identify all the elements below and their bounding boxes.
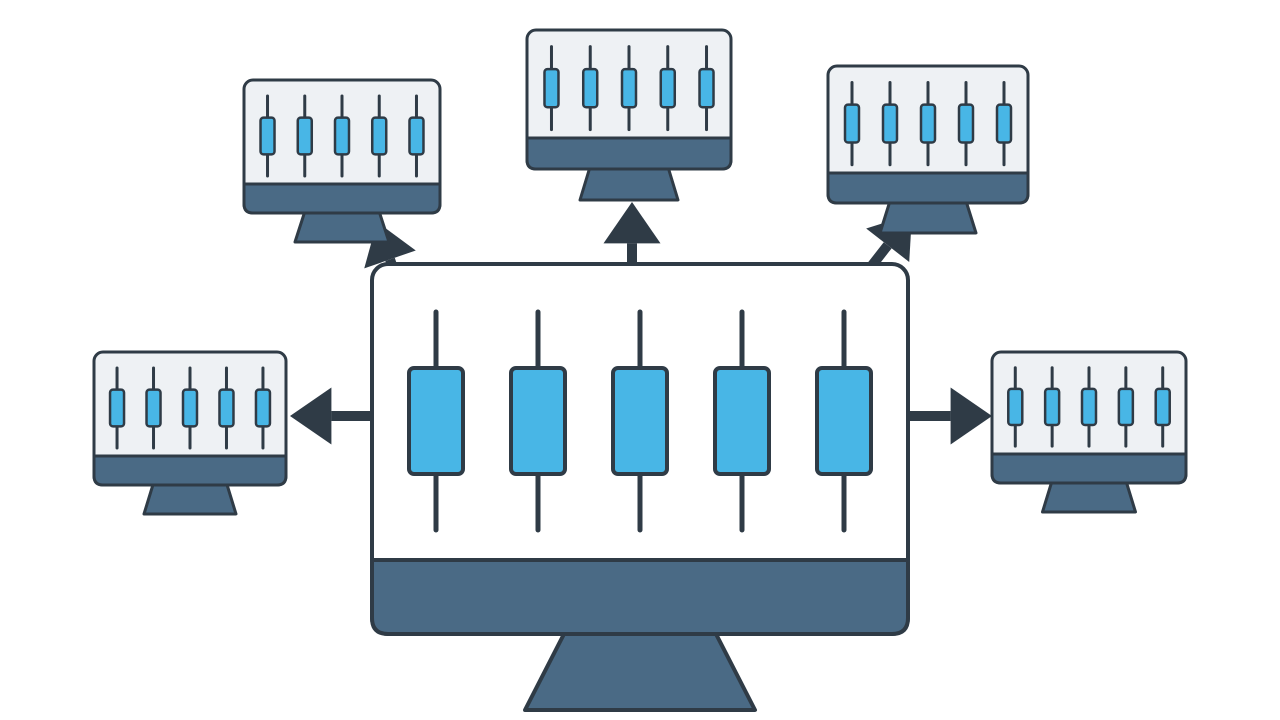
monitor-top-left-candle-2: [296, 94, 314, 178]
monitor-top-left-candle-5: [408, 94, 425, 178]
monitor-top-center-candle-body: [581, 67, 599, 109]
monitor-left-chin: [92, 454, 288, 487]
central-monitor-candle-3: [611, 309, 669, 533]
monitor-left-candle-2: [145, 366, 162, 450]
monitor-left-candle-4: [218, 366, 235, 450]
monitor-top-center-candle-body: [659, 67, 677, 109]
monitor-top-center-candle-1: [543, 45, 560, 132]
central-monitor: [370, 262, 910, 712]
monitor-top-center-candle-2: [581, 45, 599, 132]
monitor-top-left-candle-body: [370, 116, 388, 156]
monitor-top-left: [242, 78, 442, 244]
monitor-top-right-stand: [878, 199, 978, 235]
monitor-top-center-candle-body: [620, 67, 638, 109]
arrow-icon-head: [950, 387, 992, 445]
monitor-top-center-candle-4: [659, 45, 677, 132]
arrow-icon: [603, 202, 661, 262]
monitor-top-left-candle-body: [408, 116, 425, 156]
monitor-right-candle-4: [1117, 366, 1135, 448]
monitor-right-candle-body: [1154, 387, 1171, 427]
central-monitor-candle-body: [509, 366, 567, 476]
monitor-top-right-candle-body: [995, 103, 1013, 144]
arrow-icon-head: [290, 387, 332, 445]
monitor-top-right-candle-3: [919, 80, 937, 167]
monitor-left-candle-1: [108, 366, 126, 450]
monitor-left-candle-body: [181, 388, 199, 428]
central-monitor-chin: [370, 558, 910, 636]
monitor-top-right-candle-body: [919, 103, 937, 144]
monitor-top-center-stand: [578, 165, 680, 202]
central-monitor-stand: [523, 630, 757, 712]
monitor-top-center-chin: [525, 136, 733, 171]
monitor-top-center: [525, 28, 733, 202]
monitor-top-center-candle-body: [698, 67, 715, 109]
central-monitor-candle-1: [407, 309, 465, 533]
monitor-left-stand: [142, 481, 238, 516]
monitor-top-right: [826, 64, 1030, 235]
monitor-top-center-candle-5: [698, 45, 715, 132]
connection-arrows: [290, 202, 992, 445]
monitor-top-right-candle-1: [843, 80, 861, 167]
monitor-top-right-chin: [826, 171, 1030, 205]
monitor-right-candle-3: [1080, 366, 1098, 448]
monitor-right-candle-body: [1043, 387, 1061, 427]
monitor-top-left-candle-body: [296, 116, 314, 156]
monitor-top-left-candle-body: [333, 116, 351, 156]
monitor-top-right-candle-5: [995, 80, 1013, 167]
central-monitor-candle-body: [815, 366, 873, 476]
arrow-icon: [906, 387, 992, 445]
central-monitor-candle-body: [407, 366, 465, 476]
monitor-top-left-chin: [242, 182, 442, 215]
monitor-top-left-candle-body: [259, 116, 276, 156]
central-monitor-candle-body: [611, 366, 669, 476]
monitor-right-candle-5: [1154, 366, 1171, 448]
arrow-icon: [290, 387, 378, 445]
monitor-top-right-candle-body: [843, 103, 861, 144]
monitor-top-right-candle-body: [881, 103, 899, 144]
monitor-left-candle-body: [254, 388, 272, 428]
monitor-top-center-candle-body: [543, 67, 560, 109]
monitor-right-candle-body: [1007, 387, 1024, 427]
monitor-right: [990, 350, 1188, 514]
monitor-right-candle-body: [1080, 387, 1098, 427]
monitor-left-candle-3: [181, 366, 199, 450]
central-monitor-candle-5: [815, 309, 873, 533]
monitor-left-candle-body: [218, 388, 235, 428]
monitor-right-stand: [1041, 479, 1137, 514]
monitor-top-center-candle-3: [620, 45, 638, 132]
monitor-right-chin: [990, 452, 1188, 485]
monitor-left-candle-5: [254, 366, 272, 450]
monitor-top-right-candle-4: [957, 80, 975, 167]
monitor-top-left-candle-3: [333, 94, 351, 178]
monitor-top-right-candle-2: [881, 80, 899, 167]
monitor-right-candle-1: [1007, 366, 1024, 448]
monitor-top-left-candle-1: [259, 94, 276, 178]
central-monitor-candle-4: [713, 309, 771, 533]
arrow-icon-head: [603, 202, 661, 244]
monitor-left-candle-body: [145, 388, 162, 428]
central-monitor-candle-2: [509, 309, 567, 533]
monitor-top-right-candle-body: [957, 103, 975, 144]
monitor-left: [92, 350, 288, 516]
monitor-top-left-candle-4: [370, 94, 388, 178]
monitor-right-candle-2: [1043, 366, 1061, 448]
monitor-right-candle-body: [1117, 387, 1135, 427]
monitor-left-candle-body: [108, 388, 126, 428]
monitor-top-left-stand: [293, 209, 391, 244]
central-monitor-candle-body: [713, 366, 771, 476]
